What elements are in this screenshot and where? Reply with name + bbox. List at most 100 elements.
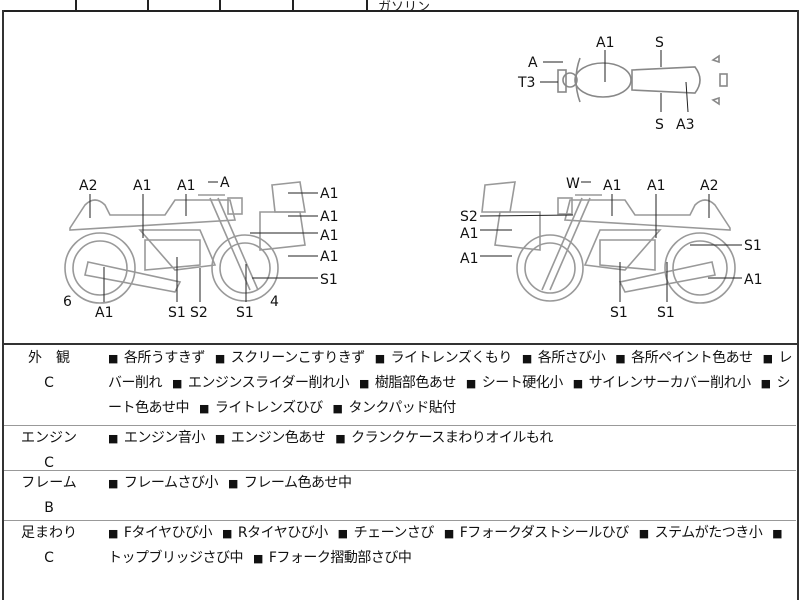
- label: S1: [744, 238, 762, 254]
- label: S1: [168, 305, 186, 321]
- category-label: 足まわり C: [14, 521, 84, 571]
- bullet-icon: ■: [337, 527, 348, 540]
- label: A3: [676, 117, 694, 133]
- sheet-frame: [2, 10, 799, 600]
- right-view-labels: W A1 A1 A2 S2 A1 A1 S1 A1 S1 S1: [460, 176, 762, 321]
- bullet-icon: ■: [108, 432, 118, 445]
- motorcycle-diagrams: A T3 A1 S S A3 A2 A1 A1 A A1 A1 A1 A1 S1…: [63, 35, 762, 321]
- bullet-icon: ■: [760, 377, 771, 390]
- label: A1: [460, 251, 478, 267]
- label: S: [655, 35, 664, 51]
- condition-item: Fタイヤひび小: [123, 525, 213, 541]
- condition-items: ■エンジン音小 ■エンジン色あせ ■クランクケースまわりオイルもれ: [108, 426, 794, 451]
- condition-item: Fフォーク摺動部さび中: [268, 550, 412, 566]
- condition-item: シート色あせ中: [108, 375, 790, 416]
- category-name: エンジン: [21, 430, 77, 446]
- bullet-icon: ■: [374, 352, 385, 365]
- label: A1: [133, 178, 151, 194]
- label: 6: [63, 294, 72, 310]
- bullet-icon: ■: [358, 377, 369, 390]
- label: A1: [177, 178, 195, 194]
- condition-item: トップブリッジさび中: [108, 550, 244, 566]
- left-side-motorcycle: [64, 181, 306, 304]
- top-view-labels: A T3 A1 S S A3: [517, 35, 694, 133]
- label: S1: [236, 305, 254, 321]
- condition-items: ■Fタイヤひび小 ■Rタイヤひび小 ■チェーンさび ■Fフォークダストシールひび…: [108, 521, 794, 571]
- label: A1: [596, 35, 614, 51]
- label: A1: [744, 272, 762, 288]
- bullet-icon: ■: [615, 352, 626, 365]
- bullet-icon: ■: [198, 402, 209, 415]
- bullet-icon: ■: [108, 352, 118, 365]
- bullet-icon: ■: [443, 527, 454, 540]
- label: A1: [320, 209, 338, 225]
- label: A1: [320, 228, 338, 244]
- label: A: [528, 55, 538, 71]
- top-table-row: [2, 0, 798, 12]
- bullet-icon: ■: [762, 352, 773, 365]
- label: A: [220, 175, 230, 191]
- label: W: [566, 176, 580, 192]
- bullet-icon: ■: [335, 432, 346, 445]
- condition-items: ■ フレームさび小 ■ フレーム色あせ中: [108, 471, 794, 496]
- condition-item: フレーム色あせ中: [243, 475, 352, 491]
- table-cell: [219, 0, 221, 10]
- bullet-icon: ■: [521, 352, 532, 365]
- label: T3: [517, 75, 535, 91]
- label: A1: [460, 226, 478, 242]
- condition-item: Fフォークダストシールひび: [459, 525, 630, 541]
- bullet-icon: ■: [465, 377, 476, 390]
- table-cell: [366, 0, 368, 10]
- bullet-icon: ■: [638, 527, 649, 540]
- top-view-motorcycle: [557, 54, 728, 106]
- condition-item: 各所うすきず: [123, 350, 206, 366]
- category-name: 足まわり: [21, 525, 77, 541]
- label: S1: [610, 305, 628, 321]
- category-name: 外 観: [28, 350, 70, 366]
- condition-items: ■各所うすきず ■スクリーンこすりきず ■ライトレンズくもり ■各所さび小 ■各…: [108, 346, 794, 421]
- label: S: [655, 117, 664, 133]
- condition-item: タンクパッド貼付: [348, 400, 456, 416]
- condition-item: Rタイヤひび小: [237, 525, 328, 541]
- condition-item: スクリーンこすりきず: [230, 350, 366, 366]
- right-side-motorcycle: [481, 181, 736, 304]
- label: A1: [320, 249, 338, 265]
- grade: C: [44, 375, 54, 391]
- table-cell: [75, 0, 77, 10]
- bullet-icon: ■: [227, 477, 238, 490]
- label: 4: [270, 294, 279, 310]
- table-cell: [147, 0, 149, 10]
- category-name: フレーム: [21, 475, 77, 491]
- bullet-icon: ■: [108, 527, 118, 540]
- left-view-labels: A2 A1 A1 A A1 A1 A1 A1 S1 6 A1 S1 S2 S1 …: [63, 175, 338, 321]
- label: A1: [647, 178, 665, 194]
- grade: C: [44, 550, 54, 566]
- bullet-icon: ■: [108, 477, 118, 490]
- condition-item: シート硬化小: [481, 375, 564, 391]
- label: S1: [657, 305, 675, 321]
- condition-item: 樹脂部色あせ: [374, 375, 457, 391]
- bullet-icon: ■: [222, 527, 232, 540]
- label: S1: [320, 272, 338, 288]
- leader-lines: [89, 50, 742, 302]
- bullet-icon: ■: [332, 402, 343, 415]
- bullet-icon: ■: [252, 552, 263, 565]
- label: S2: [190, 305, 208, 321]
- condition-item: ライトレンズひび: [214, 400, 323, 416]
- condition-item: 各所ペイント色あせ: [631, 350, 753, 366]
- label: A2: [79, 178, 97, 194]
- condition-item: ライトレンズくもり: [390, 350, 513, 366]
- label: S2: [460, 209, 478, 225]
- table-cell: [292, 0, 294, 10]
- bullet-icon: ■: [214, 432, 225, 445]
- bullet-icon: ■: [214, 352, 225, 365]
- condition-item: エンジンスライダー削れ小: [187, 375, 350, 391]
- condition-item: フレームさび小: [123, 475, 219, 491]
